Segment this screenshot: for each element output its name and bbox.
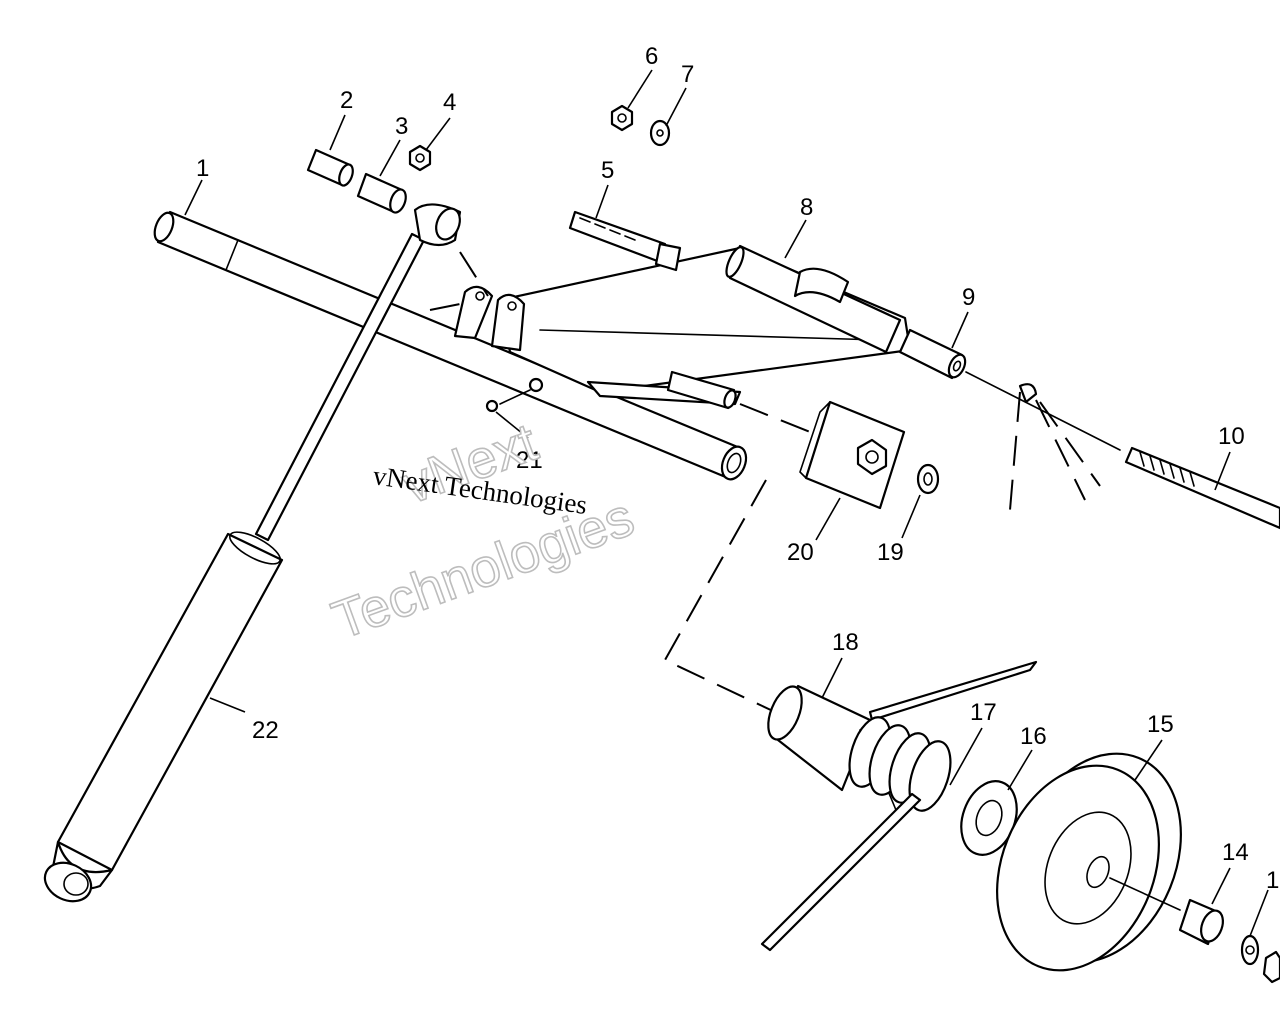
callout-7: 7 [681, 61, 694, 88]
callout-17: 17 [970, 699, 997, 726]
callout-8: 8 [800, 194, 813, 221]
callout-leaders [184, 69, 1269, 937]
callout-2: 2 [340, 87, 353, 114]
small-pin [666, 370, 737, 410]
watermark-big-line-2: Technologies [325, 487, 642, 651]
spring-18 [760, 660, 1038, 952]
callout-16: 16 [1020, 723, 1047, 750]
washer-13 [1240, 934, 1280, 984]
nut-6 [610, 104, 634, 132]
assembly-dashed-lines [429, 251, 1121, 713]
callout-1: 1 [196, 155, 209, 182]
callout-5: 5 [601, 157, 614, 184]
bearing-14 [1178, 898, 1224, 946]
shaft-bracket [453, 285, 526, 352]
callout-15: 15 [1147, 711, 1174, 738]
callout-14: 14 [1222, 839, 1249, 866]
callout-22: 22 [252, 717, 279, 744]
callout-21: 21 [516, 447, 543, 474]
callout-19: 19 [877, 539, 904, 566]
rod-10 [1018, 383, 1280, 530]
callout-4: 4 [443, 89, 456, 116]
shock-absorber [43, 203, 462, 903]
nut-4 [408, 144, 432, 172]
callout-20: 20 [787, 539, 814, 566]
bolt-5 [568, 210, 682, 272]
washer-7 [649, 119, 671, 147]
callout-6: 6 [645, 43, 658, 70]
watermark: vNext Technologies vNext Technologies [324, 411, 642, 652]
callout-13: 1 [1266, 867, 1279, 894]
washer-19 [916, 463, 940, 495]
bushing-3 [356, 172, 407, 214]
callout-10: 10 [1218, 423, 1245, 450]
callout-18: 18 [832, 629, 859, 656]
pivot-block-20 [799, 400, 906, 510]
bushing-2 [306, 148, 354, 187]
idler-wheel-15 [996, 752, 1182, 972]
callout-3: 3 [395, 113, 408, 140]
grease-fitting-21 [485, 377, 544, 413]
callout-9: 9 [962, 284, 975, 311]
bushing-9 [898, 328, 967, 380]
